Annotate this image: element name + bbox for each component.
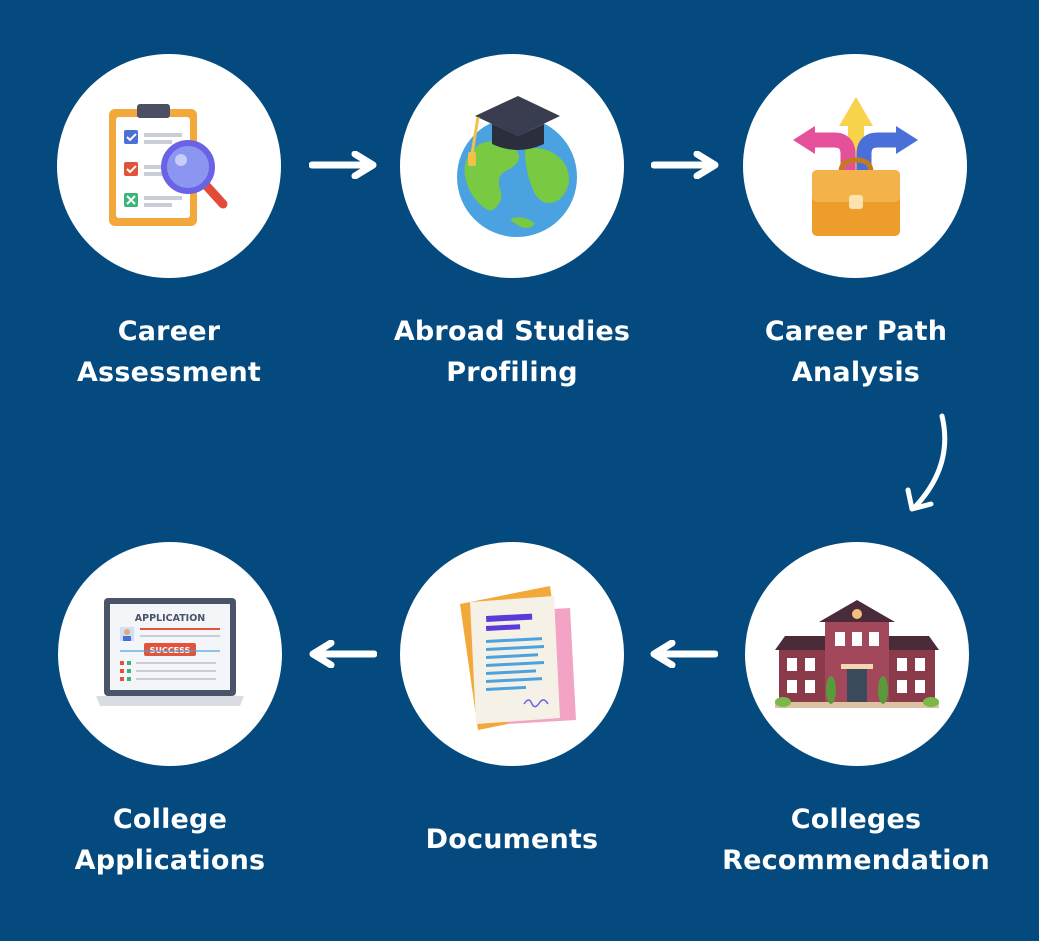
arrow-curved-down <box>900 410 960 520</box>
step-career-assessment-label: Career Assessment <box>4 311 334 393</box>
step-documents-circle <box>400 542 624 766</box>
briefcase-direction-arrows-icon <box>743 54 967 278</box>
step-abroad-studies-profiling-circle <box>400 54 624 278</box>
globe-graduation-cap-icon <box>400 54 624 278</box>
step-college-applications-label: College Applications <box>5 799 335 881</box>
step-abroad-studies-profiling-label: Abroad Studies Profiling <box>347 311 677 393</box>
arrow-left-2 <box>309 640 377 668</box>
laptop-application-icon: APPLICATION SUCCESS <box>58 542 282 766</box>
college-building-icon <box>745 542 969 766</box>
arrow-left-1 <box>650 640 718 668</box>
step-career-path-analysis-label: Career Path Analysis <box>691 311 1021 393</box>
clipboard-checklist-magnifier-icon <box>57 54 281 278</box>
step-colleges-recommendation-label: Colleges Recommendation <box>691 799 1021 881</box>
step-colleges-recommendation-circle <box>745 542 969 766</box>
step-career-assessment-circle <box>57 54 281 278</box>
arrow-right-2 <box>651 151 719 179</box>
arrow-right-1 <box>309 151 377 179</box>
documents-icon <box>400 542 624 766</box>
step-career-path-analysis-circle <box>743 54 967 278</box>
step-documents-label: Documents <box>347 819 677 860</box>
step-college-applications-circle: APPLICATION SUCCESS <box>58 542 282 766</box>
application-title: APPLICATION <box>135 613 206 624</box>
